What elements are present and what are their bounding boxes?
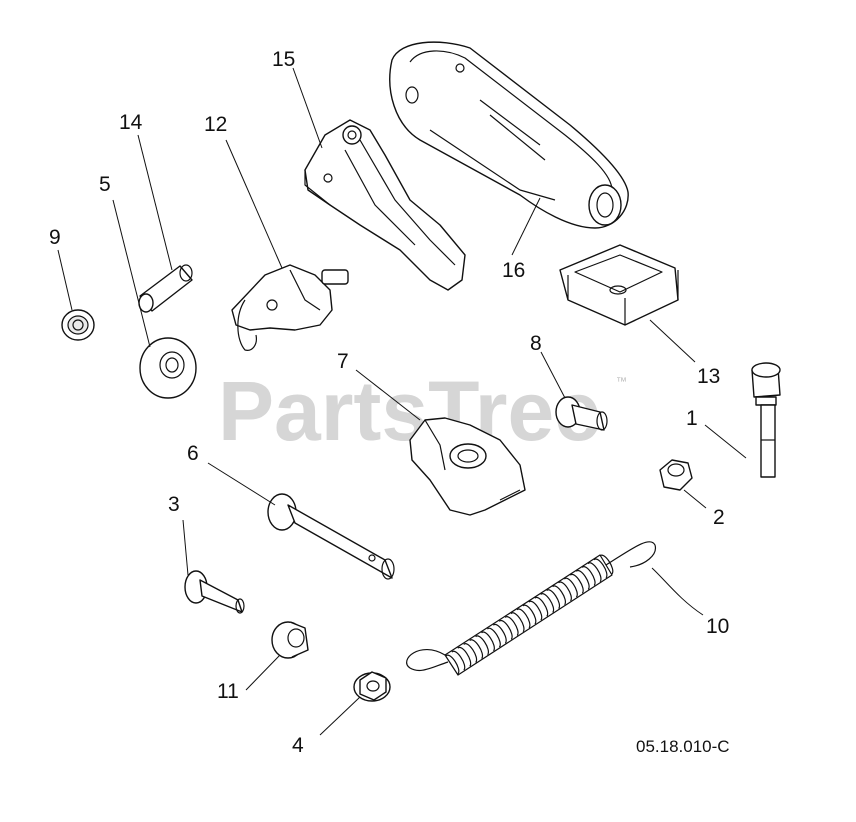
callout-2: 2 <box>713 506 725 529</box>
callout-10: 10 <box>706 615 729 638</box>
callout-9: 9 <box>49 226 61 249</box>
part-9-flange-nut[interactable] <box>61 309 95 341</box>
part-3-shoulder-bolt[interactable] <box>184 570 245 614</box>
part-7-bracket[interactable] <box>409 417 526 516</box>
callout-3: 3 <box>168 493 180 516</box>
part-10-spring[interactable] <box>406 541 656 676</box>
watermark-text: PartsTree <box>218 364 601 458</box>
part-6-axle[interactable] <box>267 493 395 580</box>
part-15-lever-bracket[interactable] <box>304 119 466 291</box>
part-11-spacer[interactable] <box>271 621 309 659</box>
callout-labels: 1 2 3 4 5 6 7 8 9 10 11 12 13 14 15 16 <box>49 48 729 757</box>
callout-15: 15 <box>272 48 295 71</box>
callout-11: 11 <box>217 680 239 703</box>
part-14-pin[interactable] <box>138 264 193 313</box>
callout-14: 14 <box>119 111 143 134</box>
part-16-handle-housing[interactable] <box>389 41 629 229</box>
leader-lines <box>57 67 747 736</box>
callout-13: 13 <box>697 365 720 388</box>
part-12-latch[interactable] <box>231 264 349 351</box>
watermark-trademark: ™ <box>616 376 627 388</box>
document-number: 05.18.010-C <box>636 737 730 756</box>
part-5-washer[interactable] <box>139 337 197 399</box>
part-4-flange-nut[interactable] <box>353 671 391 702</box>
callout-12: 12 <box>204 113 227 136</box>
callout-7: 7 <box>337 350 349 373</box>
part-13-bumper[interactable] <box>559 244 679 326</box>
part-8-shoulder-bolt[interactable] <box>555 396 608 431</box>
callout-6: 6 <box>187 442 199 465</box>
callout-5: 5 <box>99 173 111 196</box>
callout-4: 4 <box>292 734 304 757</box>
callout-1: 1 <box>686 407 698 430</box>
callout-8: 8 <box>530 332 542 355</box>
part-1-bolt[interactable] <box>751 362 781 478</box>
part-2-lock-nut[interactable] <box>659 459 693 491</box>
callout-16: 16 <box>502 259 525 282</box>
